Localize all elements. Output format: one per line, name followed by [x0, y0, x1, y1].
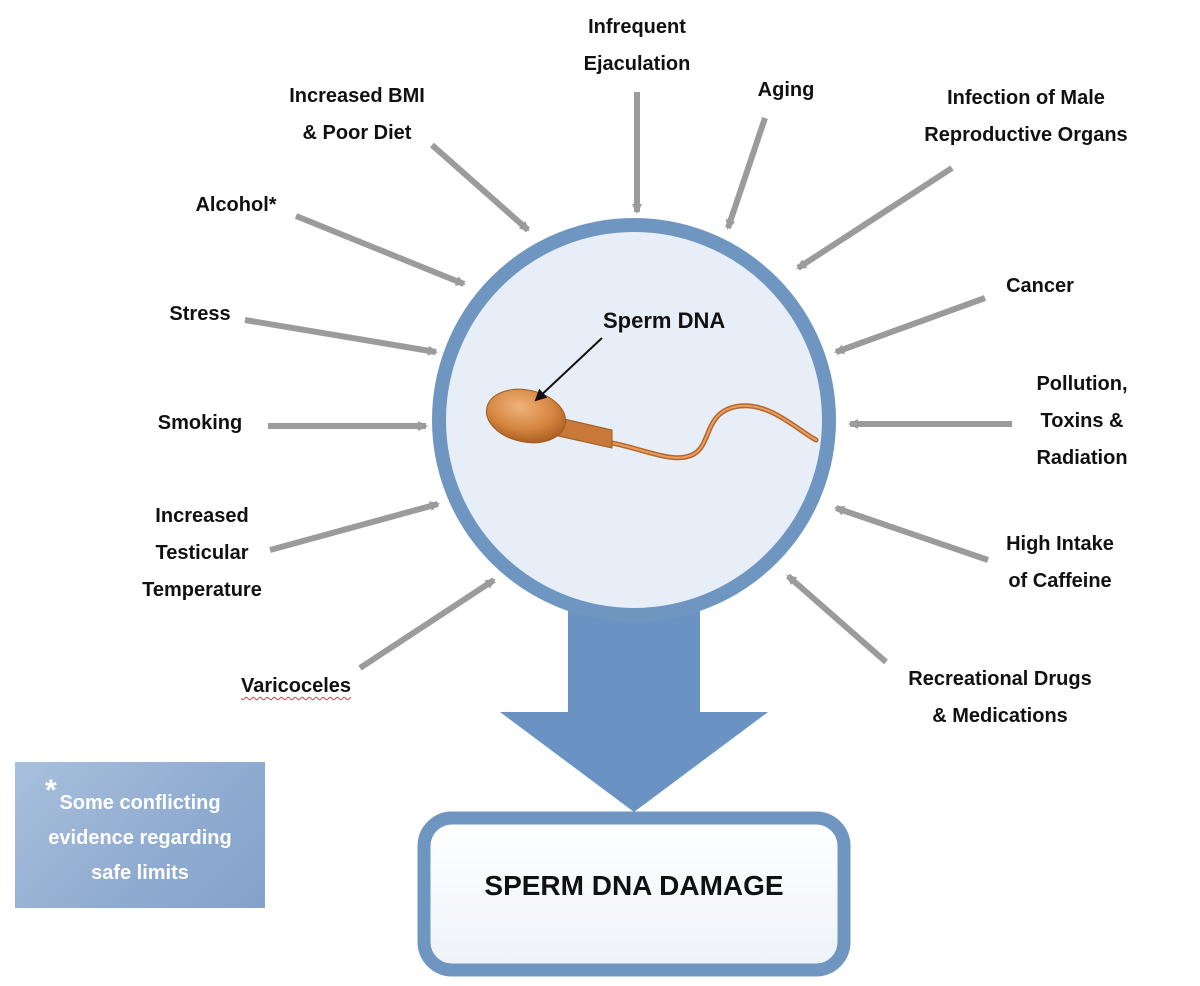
label-pollution: Pollution, Toxins & Radiation — [1036, 373, 1128, 469]
label-cancer: Cancer — [1006, 275, 1074, 297]
label-varicoceles: Varicoceles — [240, 675, 352, 697]
footnote-box: * Some conflicting evidence regarding sa… — [15, 762, 265, 908]
sperm-illustration — [486, 388, 819, 461]
label-aging: Aging — [757, 79, 815, 101]
label-infrequent-ejaculation: Infrequent Ejaculation — [583, 16, 691, 75]
footnote-text: Some conflicting evidence regarding safe… — [48, 792, 232, 884]
label-caffeine: High Intake of Caffeine — [1006, 533, 1114, 592]
arrow-alcohol — [294, 213, 466, 287]
arrow-aging — [725, 117, 768, 230]
outcome-box — [417, 811, 851, 977]
arrow-stress — [244, 317, 438, 356]
label-increased-bmi: Increased BMI & Poor Diet — [289, 85, 425, 144]
big-down-arrow — [500, 588, 768, 812]
arrow-infection — [796, 165, 954, 271]
label-alcohol: Alcohol* — [195, 194, 277, 216]
sperm-dna-pointer — [534, 337, 603, 402]
arrow-cancer — [834, 295, 987, 355]
outcome-label: SPERM DNA DAMAGE — [484, 870, 784, 901]
central-circle — [432, 218, 836, 622]
label-drugs: Recreational Drugs & Medications — [908, 668, 1092, 727]
arrow-varicoceles — [358, 577, 496, 671]
label-smoking: Smoking — [157, 412, 243, 434]
sperm-dna-label: Sperm DNA — [603, 308, 726, 333]
arrow-testicular-temp — [269, 501, 440, 553]
arrow-drugs — [786, 573, 888, 665]
label-testicular-temp: Increased Testicular Temperature — [142, 505, 262, 601]
arrow-increased-bmi — [430, 142, 530, 233]
arrow-caffeine — [834, 505, 989, 563]
footnote-asterisk: * — [45, 774, 57, 807]
label-infection: Infection of Male Reproductive Organs — [924, 87, 1128, 146]
label-stress: Stress — [169, 303, 231, 325]
